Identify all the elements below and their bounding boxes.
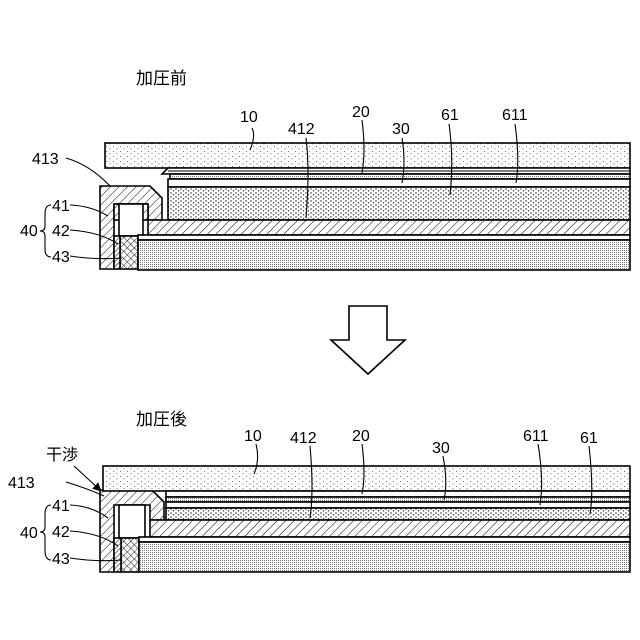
panel-10 xyxy=(105,143,630,168)
layer-611 xyxy=(168,179,630,187)
plate-412 xyxy=(148,220,630,235)
after-label-61: 61 xyxy=(580,430,598,447)
layer-611 xyxy=(166,502,630,508)
before-diagram: 加圧前 10 4 xyxy=(20,69,630,270)
before-label-30: 30 xyxy=(392,121,410,138)
before-label-20: 20 xyxy=(352,104,370,121)
after-diagram: 加圧後 干渉 10 xyxy=(8,410,630,572)
before-title: 加圧前 xyxy=(136,69,187,88)
block-43-small xyxy=(114,236,120,269)
layer-61 xyxy=(166,508,630,520)
after-label-30: 30 xyxy=(432,440,450,457)
block-43 xyxy=(121,538,139,572)
layer-20 xyxy=(166,491,630,497)
panel-10 xyxy=(103,466,630,491)
plate-412 xyxy=(150,520,630,537)
backlight-body xyxy=(138,240,630,270)
after-interference-label: 干渉 xyxy=(46,446,78,464)
before-label-61: 61 xyxy=(441,107,459,124)
before-label-611: 611 xyxy=(502,107,528,124)
layer-61 xyxy=(168,187,630,220)
before-label-43: 43 xyxy=(52,249,70,266)
after-label-20: 20 xyxy=(352,428,370,445)
before-label-412: 412 xyxy=(288,121,315,138)
after-label-41: 41 xyxy=(52,498,70,515)
after-label-42: 42 xyxy=(52,524,70,541)
after-label-40: 40 xyxy=(20,525,38,542)
block-43-small xyxy=(114,538,121,572)
block-42-inner xyxy=(119,505,145,538)
backlight-body xyxy=(139,542,630,572)
block-42-inner xyxy=(119,204,143,236)
after-label-10: 10 xyxy=(244,428,262,445)
before-label-413: 413 xyxy=(32,151,59,168)
down-arrow xyxy=(331,306,405,374)
after-label-611: 611 xyxy=(523,428,549,445)
after-title: 加圧後 xyxy=(136,410,187,429)
after-label-43: 43 xyxy=(52,551,70,568)
block-43 xyxy=(120,236,138,269)
after-label-413: 413 xyxy=(8,475,35,492)
before-label-42: 42 xyxy=(52,223,70,240)
before-label-10: 10 xyxy=(240,109,258,126)
before-label-40: 40 xyxy=(20,223,38,240)
after-label-412: 412 xyxy=(290,430,317,447)
before-label-41: 41 xyxy=(52,198,70,215)
